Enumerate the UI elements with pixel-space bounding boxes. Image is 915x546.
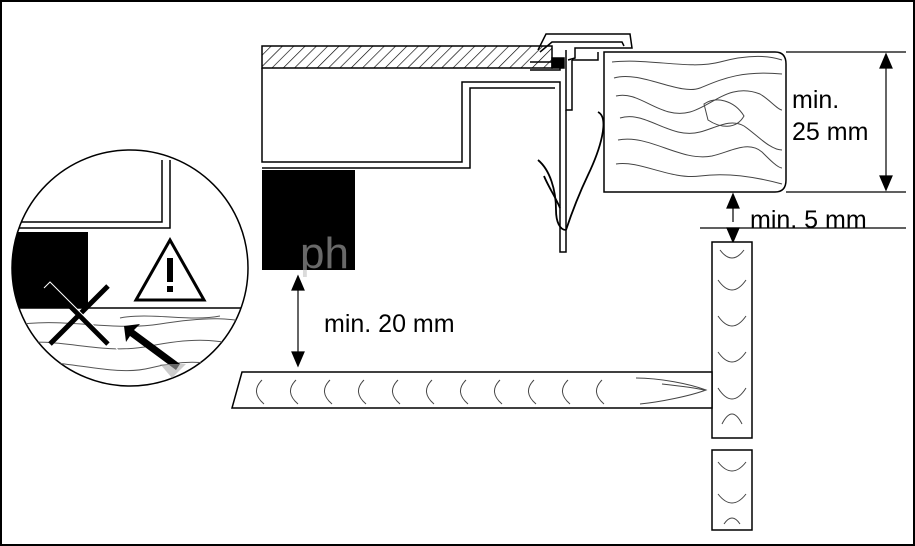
spring-clip <box>537 111 605 231</box>
detail-circle <box>11 149 249 387</box>
arrow-icon <box>124 324 180 370</box>
cooktop-body <box>261 68 561 169</box>
watermark-text: ph <box>300 229 349 278</box>
label-min-5: min. 5 mm <box>750 206 867 234</box>
cooktop-glass <box>261 45 553 69</box>
warning-triangle-icon <box>133 236 207 302</box>
trim-frame <box>530 33 633 253</box>
cross-icon <box>43 281 119 351</box>
worktop <box>603 51 787 193</box>
label-min-25-line1: min. <box>792 86 839 114</box>
dimension-lines <box>700 51 906 244</box>
label-min-20: min. 20 mm <box>324 310 455 338</box>
cooktop-housing <box>262 170 355 270</box>
label-min-25-line2: 25 mm <box>792 118 868 146</box>
shelf <box>231 371 713 409</box>
dimension-20mm <box>291 274 305 368</box>
side-panel <box>711 241 753 531</box>
